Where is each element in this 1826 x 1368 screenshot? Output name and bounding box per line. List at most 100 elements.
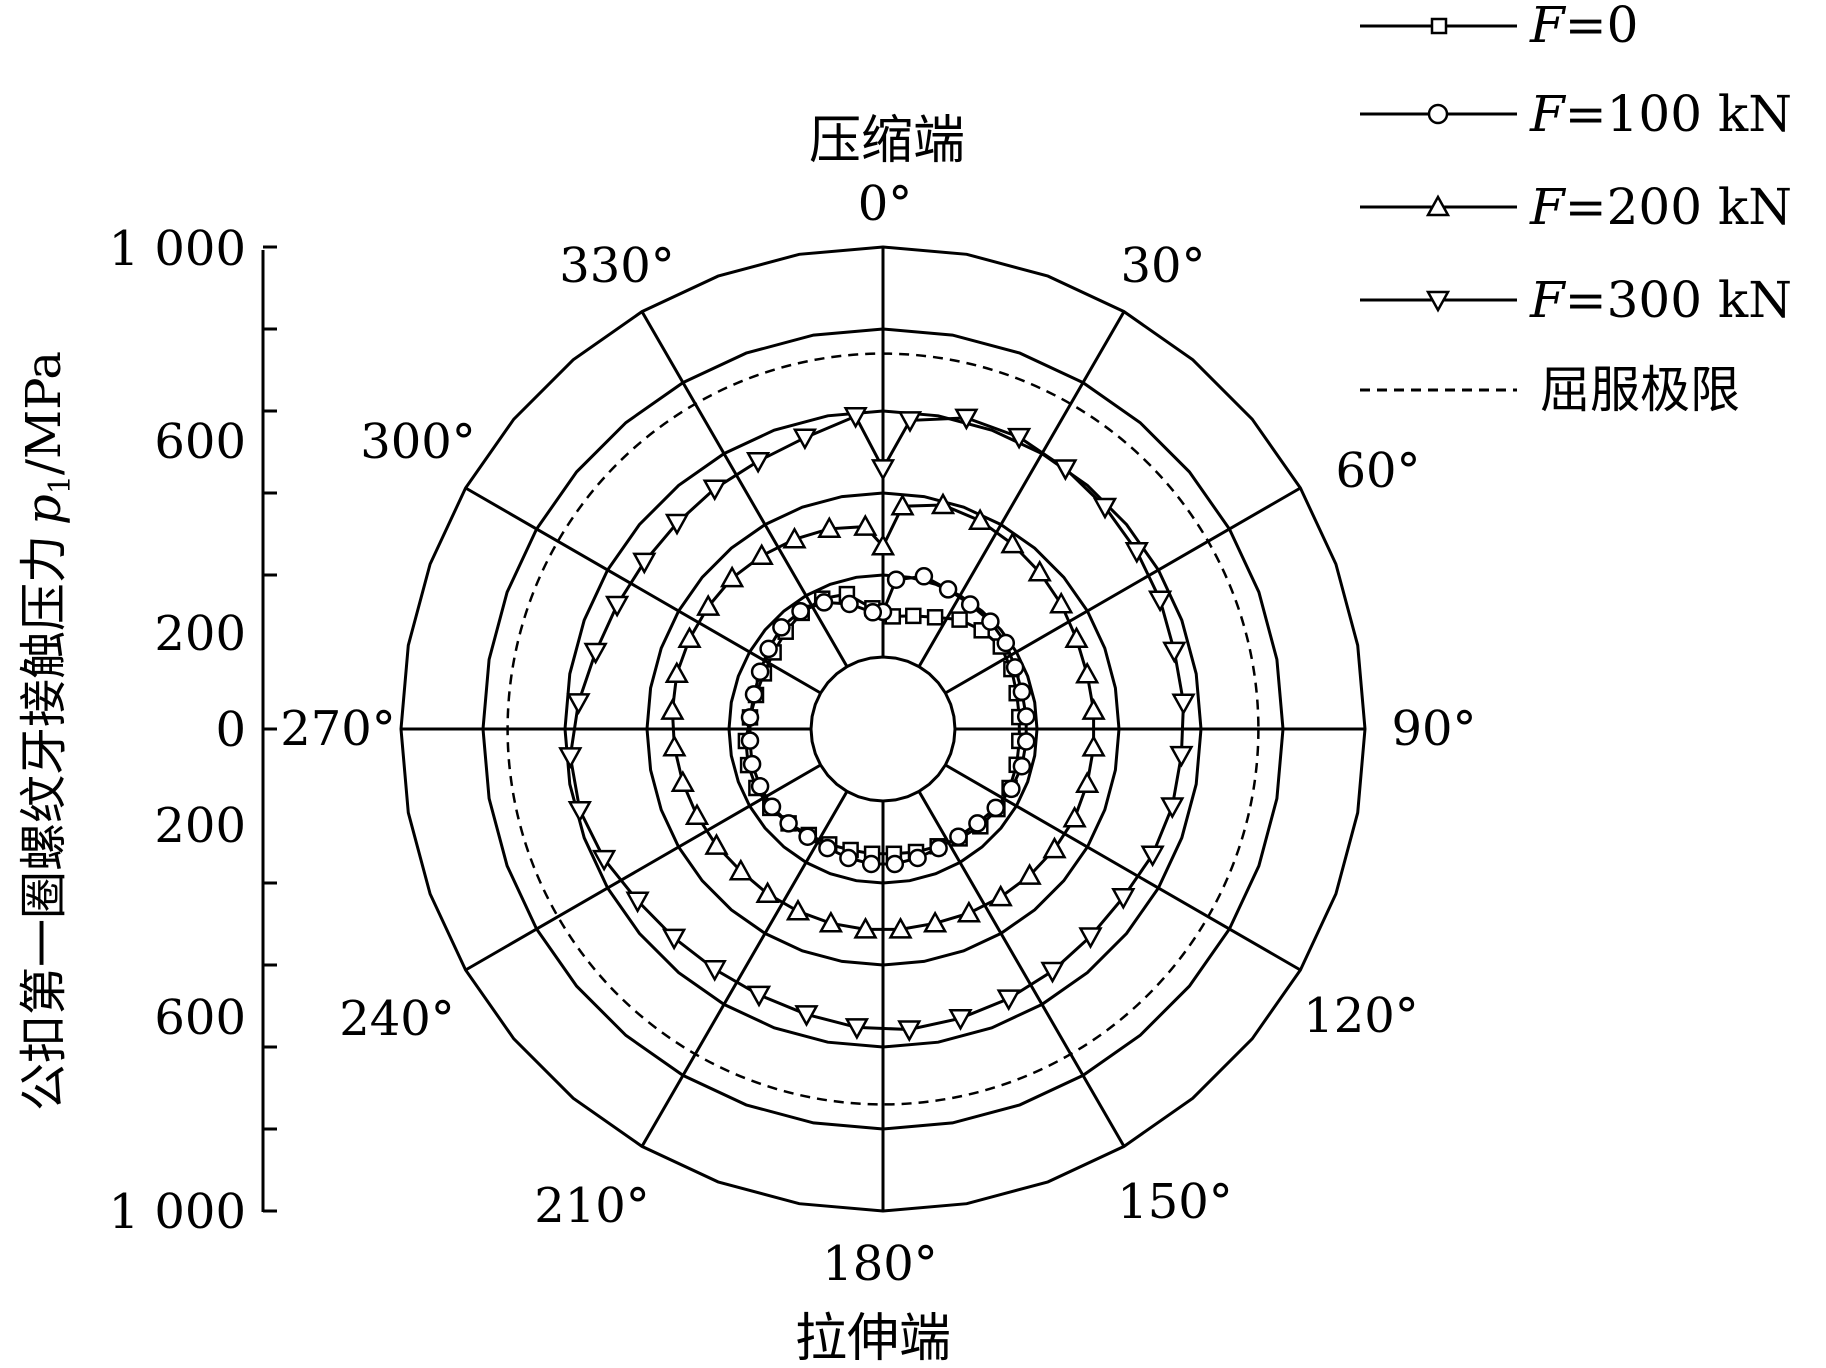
series-1-point-30 [750, 662, 770, 681]
series-2-point-36 [853, 514, 878, 536]
series-2-point-0 [870, 533, 896, 556]
series-2-point-30 [677, 626, 702, 649]
series-2-point-33 [749, 543, 774, 566]
r-tick-label-0: 0 [215, 702, 246, 758]
legend-symbol-f300: F [1529, 271, 1567, 329]
series-1-point-17 [908, 848, 927, 868]
series-2-point-25 [684, 803, 710, 825]
legend-item-yield: 屈服极限 [1360, 361, 1740, 419]
r-tick-label-600-bottom: 600 [154, 990, 246, 1046]
series-3-point-26 [567, 800, 592, 823]
series-1-point-6 [996, 633, 1016, 653]
grid-spoke-150 [917, 790, 1126, 1148]
series-1-point-25 [750, 777, 770, 796]
series-1-point-34 [814, 593, 834, 612]
angle-label-180: 180° [822, 1236, 938, 1292]
legend-item-f100: F=100 kN [1360, 85, 1792, 143]
series-2-point-20 [818, 910, 844, 933]
series-1-point-12 [1002, 779, 1021, 799]
series-2-point-13 [1042, 836, 1067, 859]
series-2-point-15 [988, 884, 1013, 907]
series-1-point-1 [886, 570, 906, 589]
series-1-point-23 [779, 814, 798, 833]
series-2-point-6 [1049, 591, 1074, 614]
series-3-point-27 [558, 747, 583, 769]
grid-spoke-30 [917, 310, 1126, 668]
legend-marker-triangle-up [1425, 194, 1451, 217]
series-1-point-31 [759, 639, 778, 659]
series-1-point-35 [840, 594, 859, 614]
series-1-point-7 [1005, 658, 1025, 677]
series-1-point-5 [981, 612, 1000, 631]
series-3-point-28 [566, 693, 591, 715]
series-2-point-31 [696, 594, 721, 616]
series-2-point-19 [853, 916, 878, 939]
series-3-point-9 [1171, 693, 1196, 716]
series-2-point-27 [662, 734, 687, 757]
series-0-point-2 [926, 609, 944, 626]
series-1-point-18 [885, 854, 905, 874]
series-2-point-28 [660, 698, 685, 720]
series-2-point-22 [755, 881, 780, 904]
series-3-point-24 [625, 891, 650, 914]
angle-label-30: 30° [1120, 238, 1205, 294]
series-2-point-1 [890, 493, 915, 516]
series-1-point-10 [1016, 732, 1036, 751]
series-1-point-3 [938, 580, 958, 599]
series-2-point-7 [1064, 626, 1089, 649]
series-3-point-35 [792, 428, 818, 451]
series-1-point-2 [914, 567, 934, 586]
series-2-point-26 [670, 770, 695, 792]
series-3-point-22 [702, 960, 727, 982]
series-3-point-21 [746, 985, 772, 1008]
series-3-point-17 [948, 1009, 973, 1031]
r-tick-label-600-top: 600 [154, 414, 246, 470]
legend-item-f300: F=300 kN [1360, 271, 1792, 329]
grid-spoke-240 [464, 763, 822, 972]
series-1-point-19 [861, 854, 881, 874]
angle-label-240: 240° [339, 991, 455, 1047]
series-1-point-9 [1016, 707, 1036, 726]
series-2-point-9 [1081, 698, 1106, 720]
legend-symbol-f0: F [1529, 0, 1567, 54]
r-tick-label-200-top: 200 [154, 606, 246, 662]
angle-label-210: 210° [534, 1178, 650, 1234]
series-3-point-20 [794, 1005, 819, 1027]
y-axis-label-text: 公扣第一圈螺纹牙接触压力 [16, 535, 72, 1111]
series-3-point-0 [870, 459, 896, 481]
series-3-point-3 [1006, 427, 1032, 450]
series-1-point-15 [949, 827, 968, 846]
grid-ring-inner [809, 655, 957, 803]
series-1-point-21 [818, 838, 837, 858]
series-3-point-12 [1140, 845, 1165, 868]
series-0-point-1 [905, 607, 922, 625]
series-3-point-15 [1040, 961, 1065, 984]
series-2-point-17 [922, 910, 948, 933]
series-2-point-32 [719, 565, 745, 588]
y-axis-label: 公扣第一圈螺纹牙接触压力p1/MPa [16, 351, 78, 1111]
series-2-point-11 [1075, 771, 1100, 793]
r-tick-label-200-bottom: 200 [154, 798, 246, 854]
series-3-point-29 [583, 642, 608, 665]
series-2-point-8 [1075, 661, 1100, 684]
series-2-point-16 [956, 900, 982, 923]
angle-label-150: 150° [1117, 1174, 1233, 1230]
legend-label-yield: 屈服极限 [1540, 361, 1740, 419]
series-3-point-19 [844, 1018, 870, 1040]
series-1-point-11 [1012, 756, 1032, 776]
series-1-point-14 [968, 814, 987, 833]
angle-label-330: 330° [559, 238, 675, 294]
series-3-point-16 [996, 989, 1021, 1012]
grid-spoke-300 [464, 486, 822, 695]
series-1-point-22 [798, 827, 817, 846]
angle-label-0: 0° [858, 176, 913, 232]
series-3-point-4 [1053, 459, 1078, 482]
series-1-point-20 [839, 848, 858, 868]
series-1-point-26 [742, 754, 762, 774]
legend-marker-triangle-down [1425, 290, 1451, 313]
yield-limit-circle [506, 352, 1260, 1106]
angle-label-120: 120° [1303, 988, 1419, 1044]
series-2-point-3 [967, 508, 993, 530]
series-3-point-23 [661, 928, 687, 951]
series-2-point-29 [664, 661, 689, 684]
